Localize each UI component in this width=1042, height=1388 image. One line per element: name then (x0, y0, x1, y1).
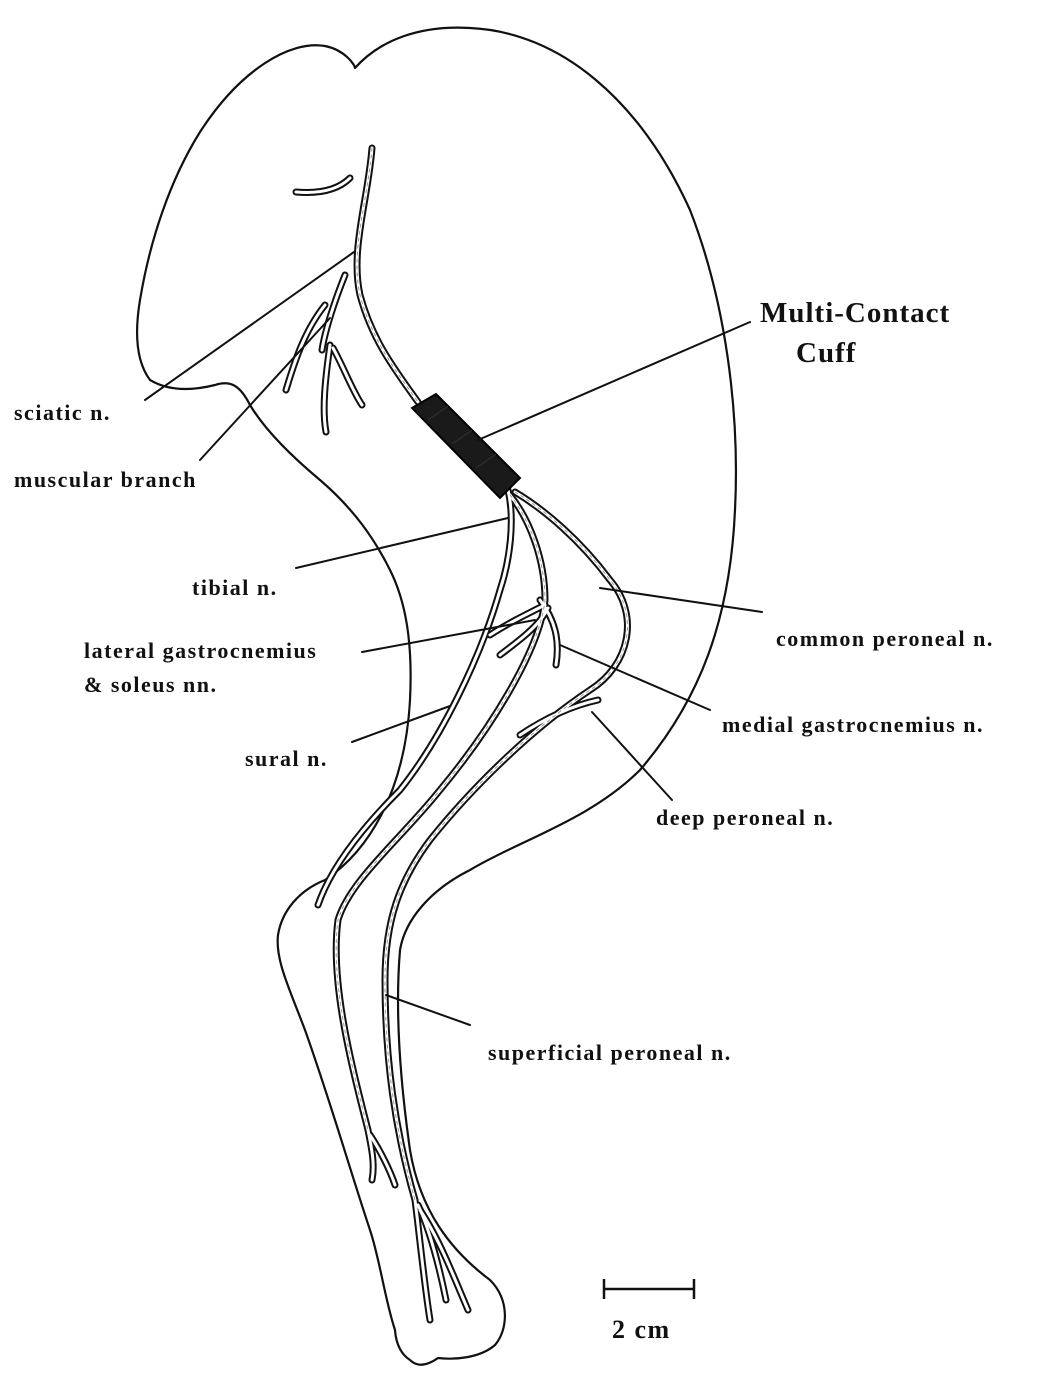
label-lateral-gastroc-line2: & soleus nn. (84, 672, 218, 697)
label-superficial-peroneal: superficial peroneal n. (488, 1040, 732, 1065)
nerve-tree (286, 148, 627, 1320)
label-cuff-line1: Multi-Contact (760, 297, 950, 329)
scale-bar-label: 2 cm (612, 1315, 671, 1344)
label-sural: sural n. (245, 746, 328, 771)
label-lateral-gastroc-line1: lateral gastrocnemius (84, 638, 317, 663)
leader-medial-gastroc (560, 645, 710, 710)
leader-deep-peroneal (592, 712, 672, 800)
label-common-peroneal: common peroneal n. (776, 626, 994, 651)
label-tibial: tibial n. (192, 575, 278, 600)
leader-muscular (200, 318, 330, 460)
multi-contact-cuff (412, 394, 520, 498)
scale-bar: 2 cm (604, 1279, 694, 1344)
leader-tibial (296, 518, 508, 568)
label-cuff-line2: Cuff (796, 337, 856, 369)
leader-cuff (478, 322, 750, 440)
label-medial-gastroc: medial gastrocnemius n. (722, 712, 984, 737)
label-deep-peroneal: deep peroneal n. (656, 805, 834, 830)
label-muscular-branch: muscular branch (14, 467, 197, 492)
label-sciatic: sciatic n. (14, 400, 111, 425)
limb-outline (137, 28, 736, 1365)
labels: Multi-Contact Cuff sciatic n. muscular b… (14, 297, 994, 1065)
